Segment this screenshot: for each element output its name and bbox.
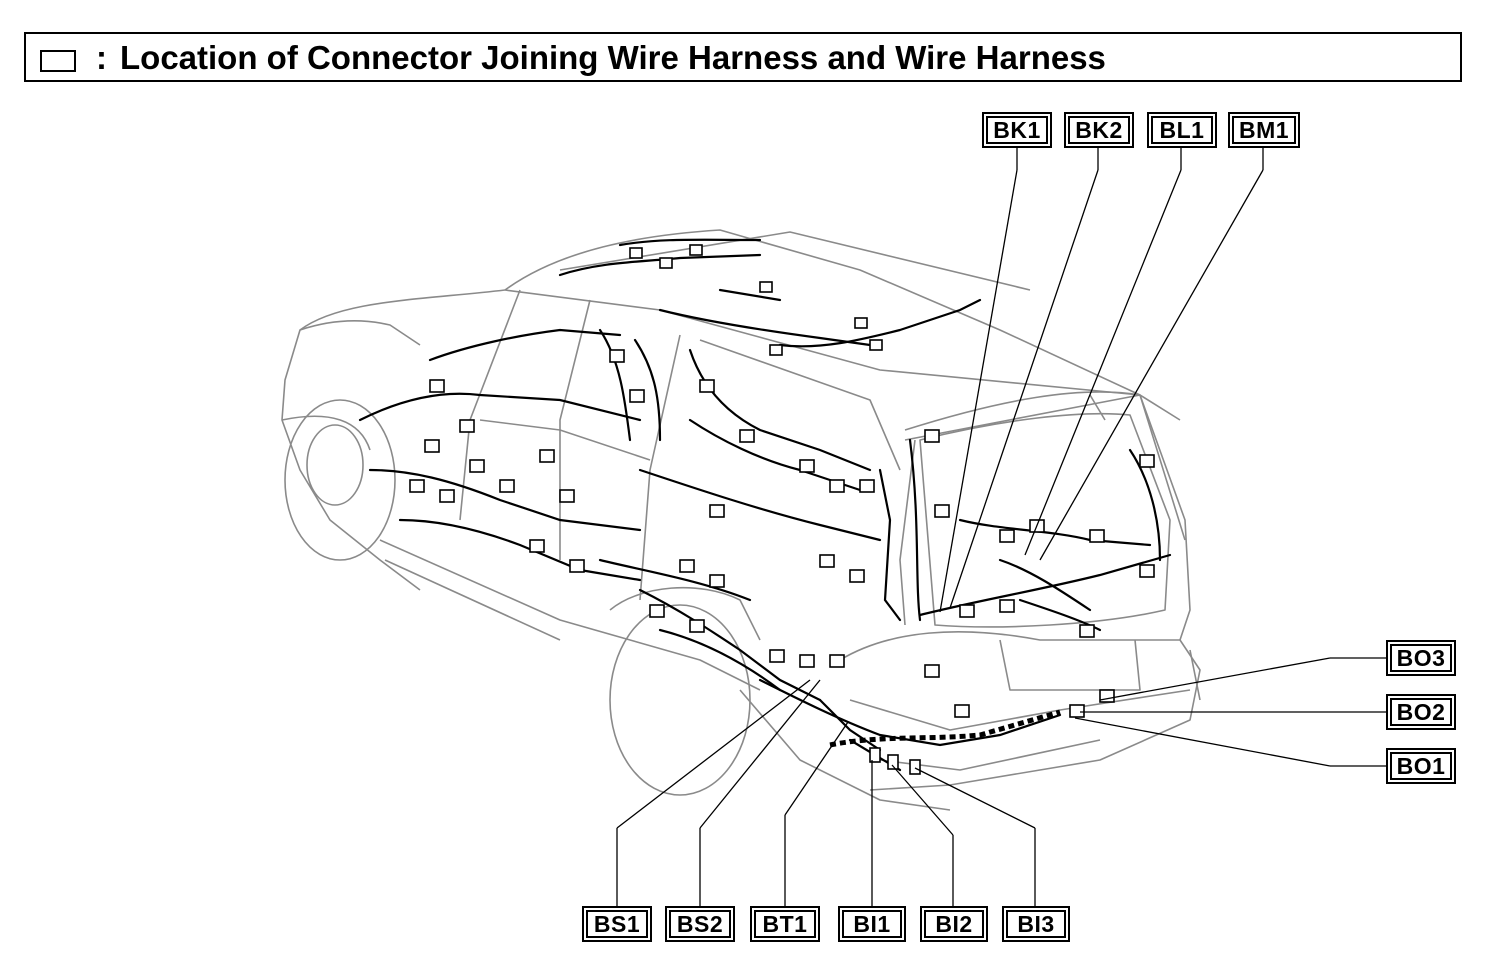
callout-bk2: BK2 bbox=[1064, 112, 1134, 148]
connector-blocks bbox=[409, 244, 1155, 775]
wire-harness bbox=[358, 238, 1172, 772]
callout-bm1: BM1 bbox=[1228, 112, 1300, 148]
page-title: Location of Connector Joining Wire Harne… bbox=[120, 39, 1106, 76]
callout-bk1: BK1 bbox=[982, 112, 1052, 148]
leader-lines bbox=[616, 148, 1386, 906]
callout-bs1: BS1 bbox=[582, 906, 652, 942]
callout-bi3: BI3 bbox=[1002, 906, 1070, 942]
callout-bo2: BO2 bbox=[1386, 694, 1456, 730]
callout-bi1: BI1 bbox=[838, 906, 906, 942]
callout-bi2: BI2 bbox=[920, 906, 988, 942]
box-icon bbox=[40, 50, 76, 72]
callout-bt1: BT1 bbox=[750, 906, 820, 942]
underbody-harness bbox=[829, 709, 1061, 748]
diagram-header: : Location of Connector Joining Wire Har… bbox=[24, 32, 1462, 82]
header-colon: : bbox=[96, 39, 107, 76]
callout-bl1: BL1 bbox=[1147, 112, 1217, 148]
callout-bo3: BO3 bbox=[1386, 640, 1456, 676]
callout-bo1: BO1 bbox=[1386, 748, 1456, 784]
callout-bs2: BS2 bbox=[665, 906, 735, 942]
